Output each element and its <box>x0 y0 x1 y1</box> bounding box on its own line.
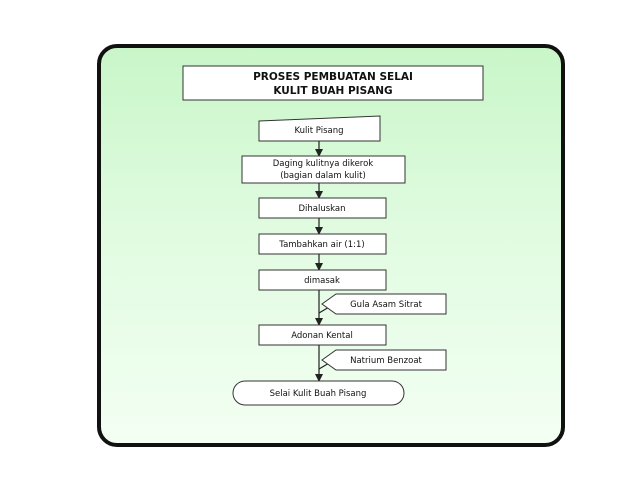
step-dikerok-line-2: (bagian dalam kulit) <box>280 171 366 181</box>
step-dihaluskan-label: Dihaluskan <box>298 204 345 214</box>
title-box <box>182 65 484 101</box>
step-kulit-pisang-label: Kulit Pisang <box>294 126 343 136</box>
step-dimasak-box <box>258 269 387 291</box>
input-natrium-label: Natrium Benzoat <box>350 356 422 366</box>
step-tambahkan-air-box <box>258 233 387 255</box>
input-gula-box <box>321 293 447 315</box>
step-tambahkan-air-label: Tambahkan air (1:1) <box>278 240 364 250</box>
title-line-1: PROSES PEMBUATAN SELAI <box>253 71 413 83</box>
step-dikerok-line-1: Daging kulitnya dikerok <box>273 159 374 169</box>
step-dihaluskan-box <box>258 197 387 219</box>
input-natrium-box <box>321 349 447 371</box>
end-terminator-label: Selai Kulit Buah Pisang <box>270 389 367 399</box>
end-terminator-box <box>232 380 405 406</box>
step-dimasak-label: dimasak <box>304 276 340 286</box>
step-adonan-kental-box <box>258 324 387 346</box>
title-line-2: KULIT BUAH PISANG <box>273 85 392 97</box>
step-dikerok-box <box>241 155 406 184</box>
input-gula-label: Gula Asam Sitrat <box>350 300 422 310</box>
step-adonan-kental-label: Adonan Kental <box>291 331 353 341</box>
step-kulit-pisang-box <box>258 115 381 142</box>
